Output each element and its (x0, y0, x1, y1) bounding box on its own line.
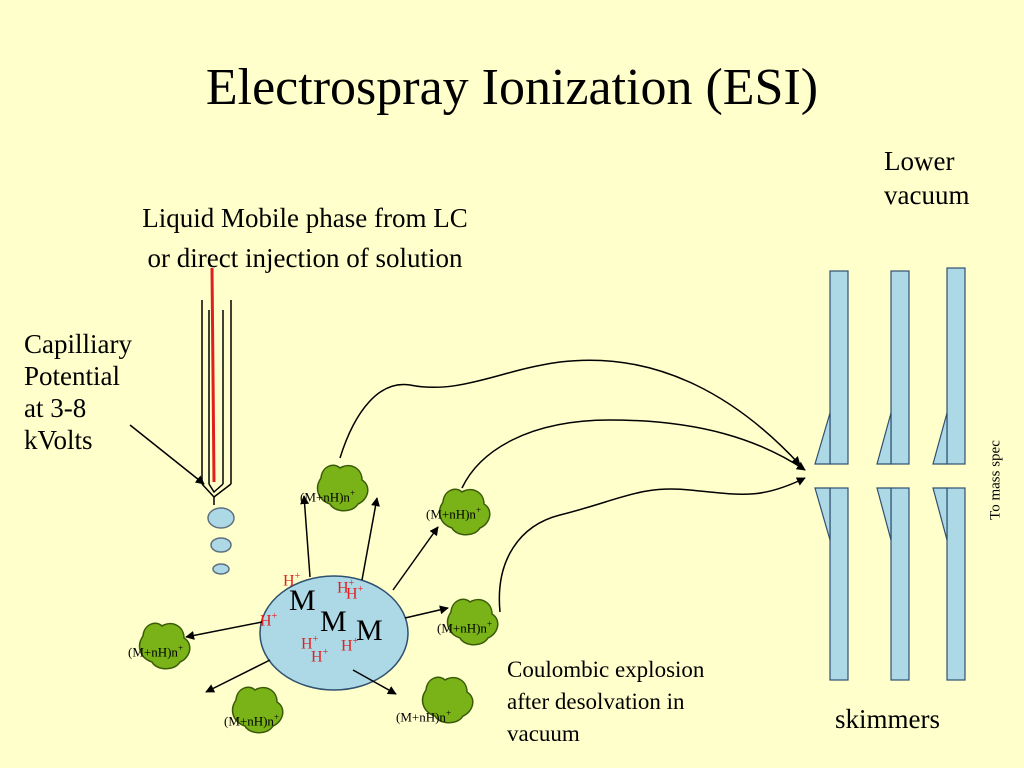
proton-label: H+ (260, 611, 278, 630)
proton-label: H+ (311, 647, 329, 666)
spray-droplets (207, 507, 235, 575)
skimmers (814, 267, 966, 681)
needle-wire (210, 267, 216, 483)
coulombic-explosion-label: Coulombic explosion after desolvation in… (507, 654, 704, 750)
ion-cluster (446, 598, 499, 646)
ion-label: (M+nH)n+ (437, 619, 493, 636)
molecule-letter: M (289, 584, 316, 617)
liquid-label-line-1: Liquid Mobile phase from LC (142, 203, 468, 233)
coulombic-label-line-3: vacuum (507, 721, 580, 746)
proton-label: H+ (341, 636, 359, 655)
liquid-label-line-2: or direct injection of solution (147, 243, 463, 273)
molecule-letter: M (320, 605, 347, 638)
slide-title: Electrospray Ionization (ESI) (205, 59, 819, 116)
skimmers-label: skimmers (835, 704, 940, 734)
ion-cluster (438, 488, 491, 536)
lower-vacuum-line-1: Lower (884, 146, 955, 176)
capillary-needle (201, 300, 232, 505)
proton-label: H+ (301, 634, 319, 653)
proton-label: H+ (337, 578, 355, 597)
liquid-mobile-phase-label: Liquid Mobile phase from LC or direct in… (80, 198, 530, 278)
capillary-label-line-4: kVolts (24, 425, 93, 455)
ion-cluster (231, 686, 284, 734)
capillary-pointer-arrow (129, 424, 205, 485)
molecule-letter: M (356, 614, 383, 647)
capillary-label-line-2: Potential (24, 361, 120, 391)
ion-label: (M+nH)n+ (300, 488, 356, 505)
lower-vacuum-label: Lower vacuum (884, 144, 969, 212)
lower-vacuum-line-2: vacuum (884, 180, 970, 210)
ion-cluster (421, 676, 474, 724)
ion-cluster (316, 464, 369, 512)
explosion-arrows (185, 495, 449, 695)
charged-droplet (259, 575, 409, 691)
capillary-label-line-1: Capilliary (24, 329, 132, 359)
proton-label: H+ (346, 584, 364, 603)
coulombic-label-line-2: after desolvation in (507, 689, 685, 714)
ion-label: (M+nH)n+ (426, 505, 482, 522)
ion-label: (M+nH)n+ (224, 712, 280, 729)
ion-trajectories (339, 359, 806, 613)
ion-label: (M+nH)n+ (128, 643, 184, 660)
capillary-potential-label: Capilliary Potential at 3-8 kVolts (24, 328, 132, 456)
ion-cluster (138, 622, 191, 670)
capillary-label-line-3: at 3-8 (24, 393, 87, 423)
proton-label: H+ (283, 571, 301, 590)
coulombic-label-line-1: Coulombic explosion (507, 657, 705, 682)
ion-label: (M+nH)n+ (396, 708, 452, 725)
